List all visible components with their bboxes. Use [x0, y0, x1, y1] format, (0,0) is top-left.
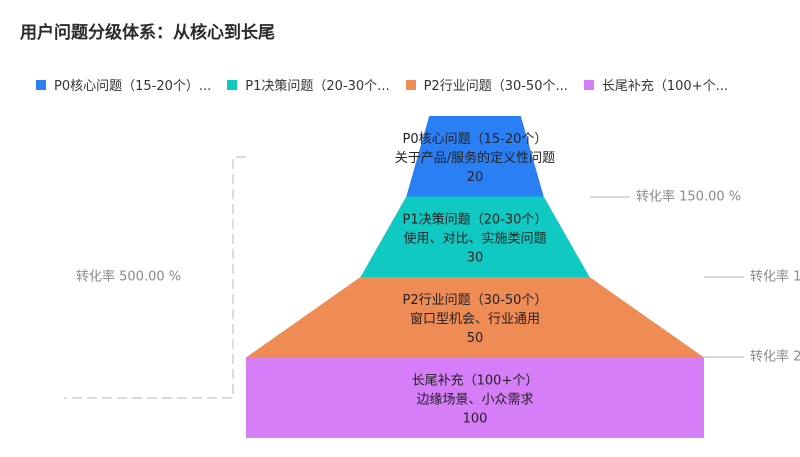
legend-swatch-p1 — [227, 79, 238, 90]
chart-title: 用户问题分级体系：从核心到长尾 — [20, 23, 275, 43]
stage-label-0-1: 关于产品/服务的定义性问题 — [395, 150, 555, 166]
legend-label-p1: P1决策问题（20-30个... — [245, 79, 390, 94]
legend-item-p0[interactable]: P0核心问题（15-20个）... — [36, 75, 211, 94]
legend-item-p2[interactable]: P2行业问题（30-50个... — [405, 75, 568, 94]
stage-label-0-0: P0核心问题（15-20个） — [403, 132, 548, 147]
stage-label-3-0: 长尾补充（100+个） — [412, 372, 539, 388]
conversion-label-2: 转化率 2 — [750, 349, 800, 365]
legend-item-p1[interactable]: P1决策问题（20-30个... — [227, 75, 390, 94]
stage-label-2-1: 窗口型机会、行业通用 — [410, 311, 540, 327]
stage-label-2-0: P2行业问题（30-50个） — [403, 293, 548, 308]
legend-label-p2: P2行业问题（30-50个... — [423, 79, 568, 94]
stage-label-3-1: 边缘场景、小众需求 — [416, 392, 533, 407]
funnel-stage-2[interactable] — [246, 277, 704, 358]
stage-label-2-2: 50 — [467, 331, 484, 346]
legend: P0核心问题（15-20个）... P1决策问题（20-30个... P2行业问… — [36, 75, 728, 94]
stage-label-3-2: 100 — [463, 411, 488, 426]
legend-item-longtail[interactable]: 长尾补充（100+个... — [583, 75, 728, 94]
legend-swatch-longtail — [583, 79, 594, 90]
overall-conversion-bracket — [64, 156, 246, 399]
stage-label-1-1: 使用、对比、实施类问题 — [403, 230, 546, 246]
conversion-label-1: 转化率 1 — [750, 269, 800, 285]
conversion-label-0: 转化率 150.00 % — [636, 189, 741, 205]
legend-swatch-p2 — [405, 79, 416, 90]
funnel-stage-0[interactable] — [406, 116, 544, 197]
stage-label-1-0: P1决策问题（20-30个） — [403, 211, 548, 227]
stage-label-1-2: 30 — [467, 250, 484, 265]
legend-label-longtail: 长尾补充（100+个... — [601, 79, 728, 94]
overall-conversion-label: 转化率 500.00 % — [76, 269, 181, 285]
funnel-stage-3[interactable] — [246, 357, 704, 439]
stage-label-0-2: 20 — [467, 170, 484, 185]
funnel-stage-1[interactable] — [360, 196, 590, 278]
legend-label-p0: P0核心问题（15-20个）... — [54, 79, 212, 94]
legend-swatch-p0 — [36, 79, 46, 90]
